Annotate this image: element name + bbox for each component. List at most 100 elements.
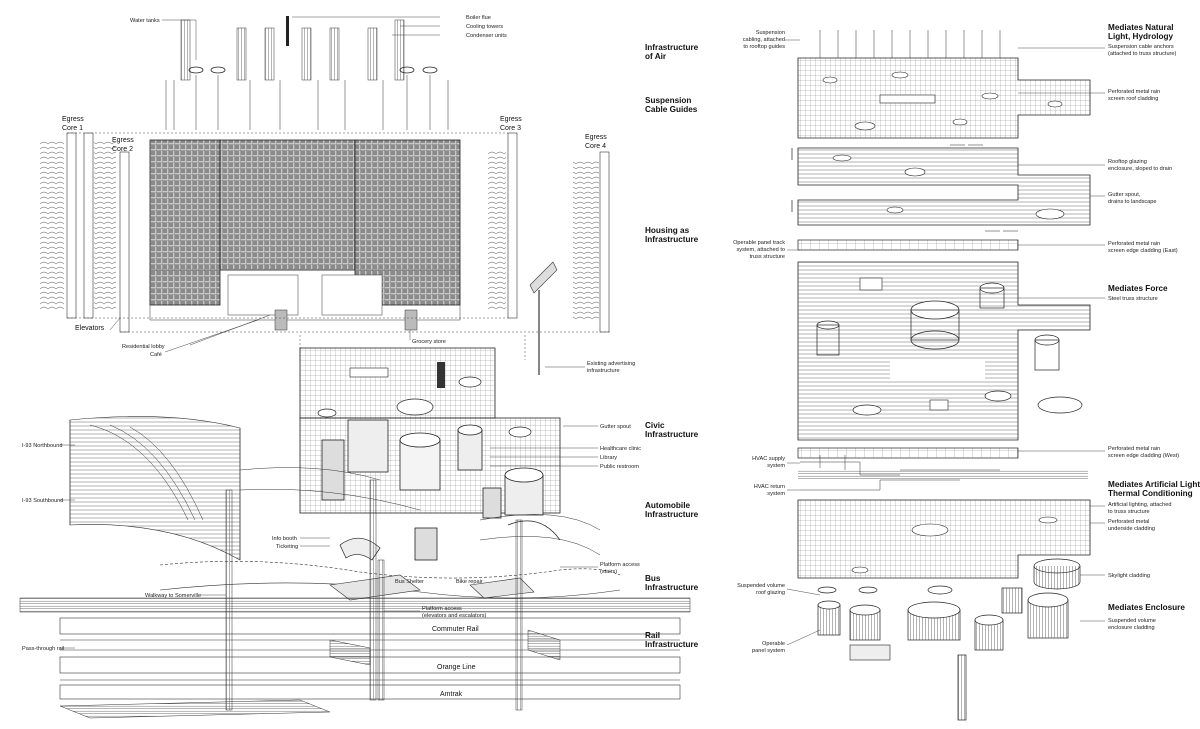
- label-egress-core-3-b: Core 3: [500, 125, 521, 132]
- label-platform-elevators-a: Platform access: [422, 606, 462, 612]
- heading-enclosure: Mediates Enclosure: [1108, 603, 1185, 612]
- label-orange-line: Orange Line: [437, 664, 476, 671]
- heading-auto-a: Automobile: [645, 501, 690, 510]
- label-public-restroom: Public restroom: [600, 464, 639, 470]
- label-anchors-a: Suspension cable anchors: [1108, 44, 1174, 50]
- label-bike-repair: Bike repair: [456, 579, 483, 585]
- label-lighting-a: Artificial lighting, attached: [1108, 502, 1171, 508]
- label-gutter-a: Gutter spout,: [1108, 192, 1141, 198]
- label-hvac-return-a: HVAC return: [754, 484, 785, 490]
- heading-artificial-light-b: Thermal Conditioning: [1108, 489, 1193, 498]
- label-hvac-supply-b: system: [767, 463, 785, 469]
- label-west-a: Perforated metal rain: [1108, 446, 1160, 452]
- label-volume-enclosure-b: enclosure cladding: [1108, 625, 1155, 631]
- label-roof-glazing-b: roof glazing: [756, 590, 785, 596]
- label-bus-shelter: Bus Shelter: [395, 579, 424, 585]
- label-west-b: screen edge cladding (West): [1108, 453, 1179, 459]
- label-elevators: Elevators: [75, 325, 105, 332]
- right-labels: Suspension cable anchors (attached to tr…: [733, 30, 1179, 654]
- label-glazing-b: enclosure, sloped to drain: [1108, 166, 1172, 172]
- label-operable-panel-b: panel system: [752, 648, 785, 654]
- left-axonometric: [19, 16, 691, 719]
- label-egress-core-2-a: Egress: [112, 137, 134, 144]
- label-grocery-store: Grocery store: [412, 339, 446, 345]
- right-exploded-axon: [785, 30, 1105, 721]
- label-anchors-b: (attached to truss structure): [1108, 51, 1177, 57]
- label-platform-stairs-a: Platform access: [600, 562, 640, 568]
- label-egress-core-4-a: Egress: [585, 134, 607, 141]
- label-roof-cladding-a: Perforated metal rain: [1108, 89, 1160, 95]
- rail-level: [19, 479, 691, 719]
- label-amtrak: Amtrak: [440, 691, 463, 698]
- label-ticketing: Ticketing: [276, 544, 298, 550]
- label-residential-lobby: Residential lobby: [122, 344, 165, 350]
- label-commuter-rail: Commuter Rail: [432, 626, 479, 633]
- label-east-a: Perforated metal rain: [1108, 241, 1160, 247]
- label-skylight-cladding: Skylight cladding: [1108, 573, 1150, 579]
- label-underside-a: Perforated metal: [1108, 519, 1149, 525]
- label-track-c: truss structure: [750, 254, 785, 260]
- label-pass-through-rail: Pass-through rail: [22, 646, 64, 652]
- label-lighting-b: to truss structure: [1108, 509, 1150, 515]
- rooftop-glazing-layer: [791, 144, 1091, 232]
- label-track-a: Operable panel track: [733, 240, 785, 246]
- label-library: Library: [600, 455, 617, 461]
- label-info-booth: Info booth: [272, 536, 297, 542]
- east-edge-cladding: [797, 239, 1019, 251]
- label-roof-cladding-b: screen roof cladding: [1108, 96, 1158, 102]
- label-egress-core-2-b: Core 2: [112, 146, 133, 153]
- heading-civic-b: Infrastructure: [645, 430, 699, 439]
- section-headings: Infrastructure of Air Suspension Cable G…: [645, 43, 699, 649]
- label-condenser-units: Condenser units: [466, 33, 507, 39]
- suspended-volumes: [817, 558, 1081, 721]
- label-water-tanks: Water tanks: [130, 18, 160, 24]
- label-egress-core-1-b: Core 1: [62, 125, 83, 132]
- heading-civic-a: Civic: [645, 421, 665, 430]
- heading-bus-a: Bus: [645, 574, 661, 583]
- label-hvac-return-b: system: [767, 491, 785, 497]
- label-egress-core-4-b: Core 4: [585, 143, 606, 150]
- label-cabling-b: cabling, attached: [743, 37, 785, 43]
- right-headings: Mediates Natural Light, Hydrology Mediat…: [1108, 23, 1200, 612]
- label-boiler-flue: Boiler flue: [466, 15, 491, 21]
- rooftop-stacks: [165, 16, 449, 130]
- heading-force: Mediates Force: [1108, 284, 1168, 293]
- label-healthcare-clinic: Healthcare clinic: [600, 446, 641, 452]
- label-cafe: Café: [150, 352, 162, 358]
- label-advertising-b: infrastructure: [587, 368, 620, 374]
- label-east-b: screen edge cladding (East): [1108, 248, 1178, 254]
- heading-air-a: Infrastructure: [645, 43, 699, 52]
- label-platform-stairs-b: (stairs): [600, 569, 617, 575]
- label-roof-glazing-a: Suspended volume: [737, 583, 785, 589]
- advertising-sign: [529, 261, 558, 375]
- highway-ramps: [69, 416, 601, 561]
- label-egress-core-1-a: Egress: [62, 116, 84, 123]
- label-cabling-c: to rooftop guides: [743, 44, 785, 50]
- heading-air-b: of Air: [645, 52, 667, 61]
- label-operable-panel-a: Operable: [762, 641, 785, 647]
- label-i93-northbound: I-93 Northbound: [22, 443, 62, 449]
- label-egress-core-3-a: Egress: [500, 116, 522, 123]
- label-steel-truss: Steel truss structure: [1108, 296, 1158, 302]
- truss-layer: [797, 261, 1091, 441]
- heading-rail-b: Infrastructure: [645, 640, 699, 649]
- west-edge-cladding: [797, 447, 1019, 459]
- label-cabling-a: Suspension: [756, 30, 785, 36]
- label-hvac-supply-a: HVAC supply: [752, 456, 785, 462]
- label-underside-b: underside cladding: [1108, 526, 1155, 532]
- civic-plate: [299, 347, 561, 561]
- heading-housing-a: Housing as: [645, 226, 690, 235]
- housing-blocks: [149, 139, 461, 331]
- heading-artificial-light-a: Mediates Artificial Light,: [1108, 480, 1200, 489]
- heading-cable-a: Suspension: [645, 96, 691, 105]
- label-cooling-towers: Cooling towers: [466, 24, 503, 30]
- heading-cable-b: Cable Guides: [645, 105, 698, 114]
- heading-auto-b: Infrastructure: [645, 510, 699, 519]
- underside-layer: [797, 470, 1091, 579]
- label-i93-southbound: I-93 Southbound: [22, 498, 63, 504]
- label-advertising-a: Existing advertising: [587, 361, 635, 367]
- label-gutter-b: drains to landscape: [1108, 199, 1157, 205]
- left-labels: Water tanks Boiler flue Cooling towers C…: [22, 15, 641, 698]
- heading-housing-b: Infrastructure: [645, 235, 699, 244]
